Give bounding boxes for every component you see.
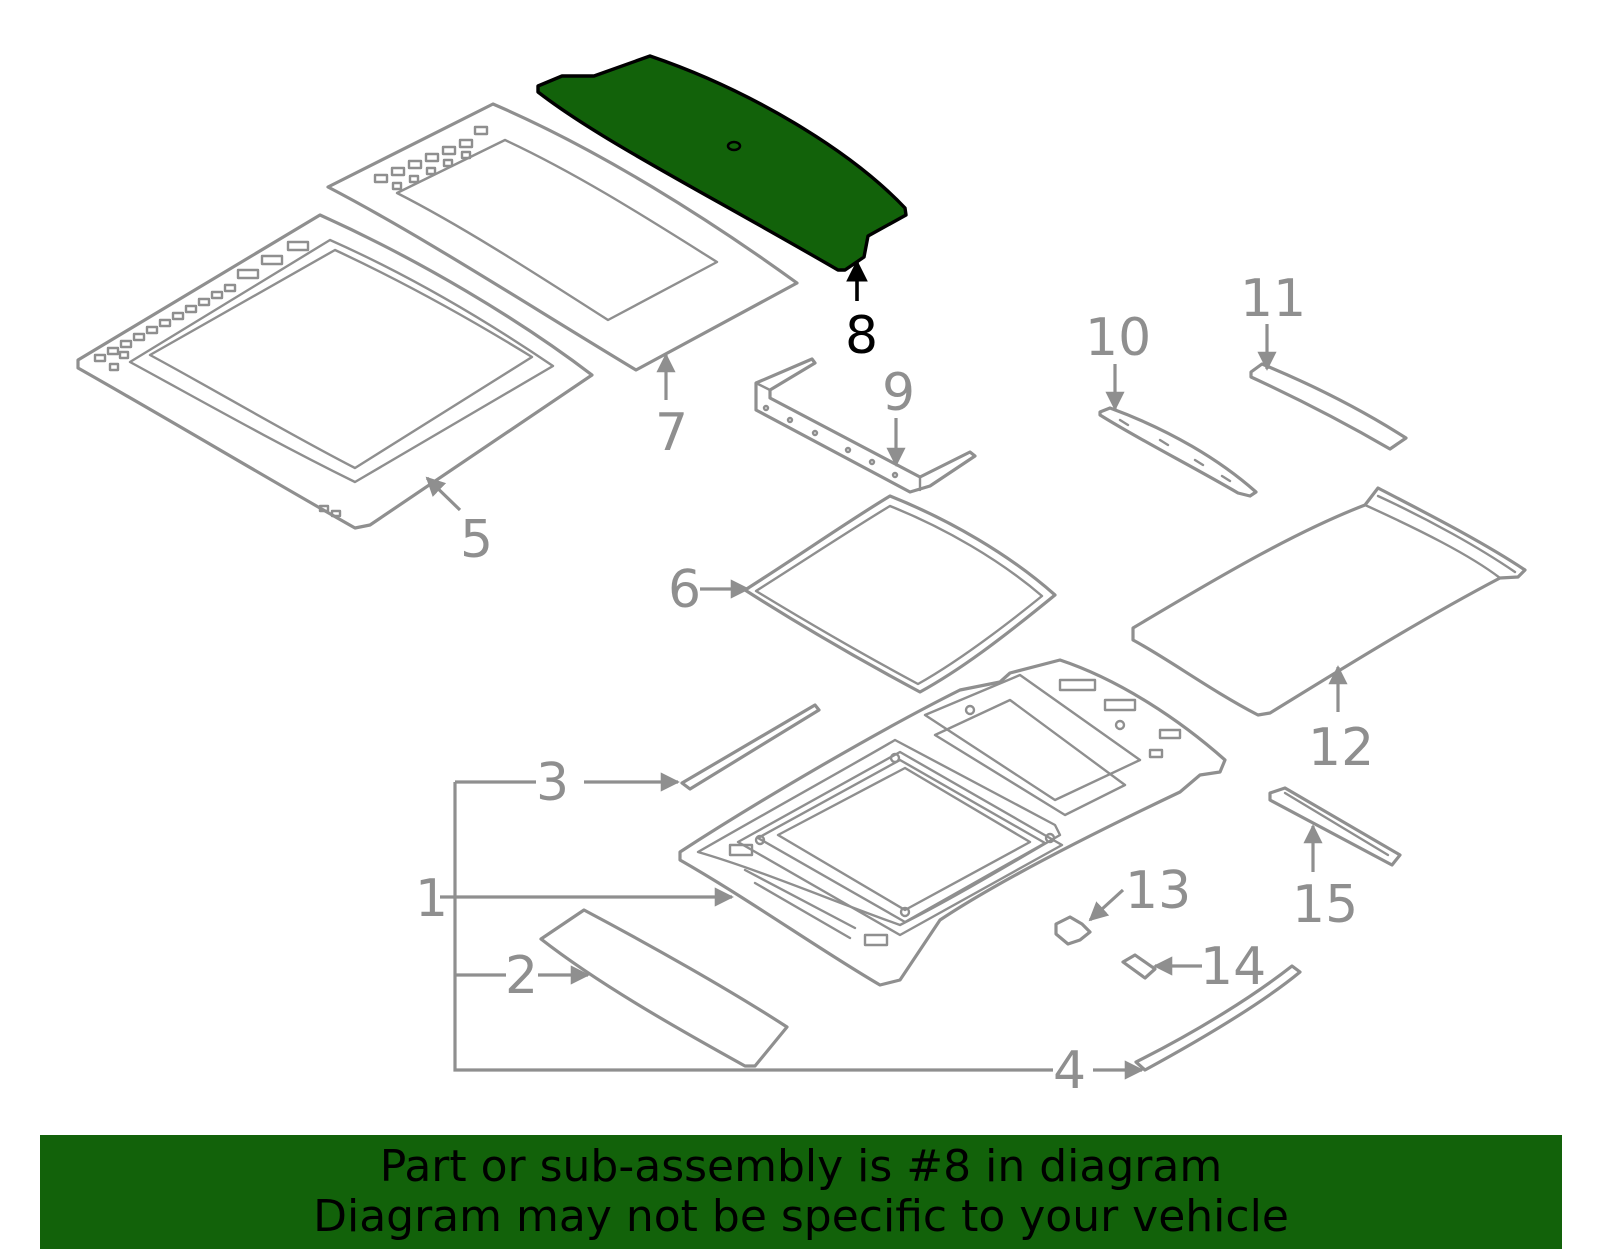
callout-label-2: 2 [505,946,538,1006]
part-10-seal-strip[interactable] [1098,406,1258,498]
part-4-side-trim[interactable] [1134,964,1302,1072]
part-7-upper-roof-panel[interactable] [326,102,799,372]
part-11-deflector[interactable] [1249,362,1408,451]
part-13-clip[interactable] [1054,915,1092,946]
part-2-rear-trim[interactable] [539,908,789,1068]
callout-label-10: 10 [1085,308,1151,368]
callout-label-13: 13 [1125,861,1191,921]
callout-label-7: 7 [655,403,688,463]
callout-label-5: 5 [460,510,493,570]
banner-line-disclaimer: Diagram may not be specific to your vehi… [313,1191,1289,1242]
part-14-clip[interactable] [1121,953,1157,980]
callout-label-9: 9 [882,363,915,423]
banner-line-part-number: Part or sub-assembly is #8 in diagram [379,1141,1223,1192]
callout-label-14: 14 [1200,937,1266,997]
callout-label-11: 11 [1240,269,1306,329]
part-15-rail[interactable] [1268,786,1402,867]
part-5-glass-panel-frame[interactable] [76,213,594,530]
callout-label-3: 3 [536,753,569,813]
part-1-sunroof-frame[interactable] [678,658,1227,987]
callout-label-12: 12 [1308,718,1374,778]
part-3-front-trim[interactable] [680,703,821,791]
part-8-rear-panel[interactable] [536,54,908,272]
callout-labels: 1 2 3 4 5 6 7 8 9 10 11 12 13 14 15 [415,269,1374,1101]
part-12-sunshade[interactable] [1131,486,1527,717]
callout-label-4: 4 [1053,1041,1086,1101]
callout-label-8: 8 [845,306,878,366]
parts-diagram: 1 2 3 4 5 6 7 8 9 10 11 12 13 14 15 [76,54,1527,1101]
part-6-glass-seal[interactable] [743,494,1057,694]
callout-label-6: 6 [668,560,701,620]
callout-label-1: 1 [415,869,448,929]
leader-lines [425,259,1348,1080]
info-banner: Part or sub-assembly is #8 in diagram Di… [40,1135,1562,1249]
part-9-bracket[interactable] [754,357,977,494]
callout-label-15: 15 [1292,875,1358,935]
